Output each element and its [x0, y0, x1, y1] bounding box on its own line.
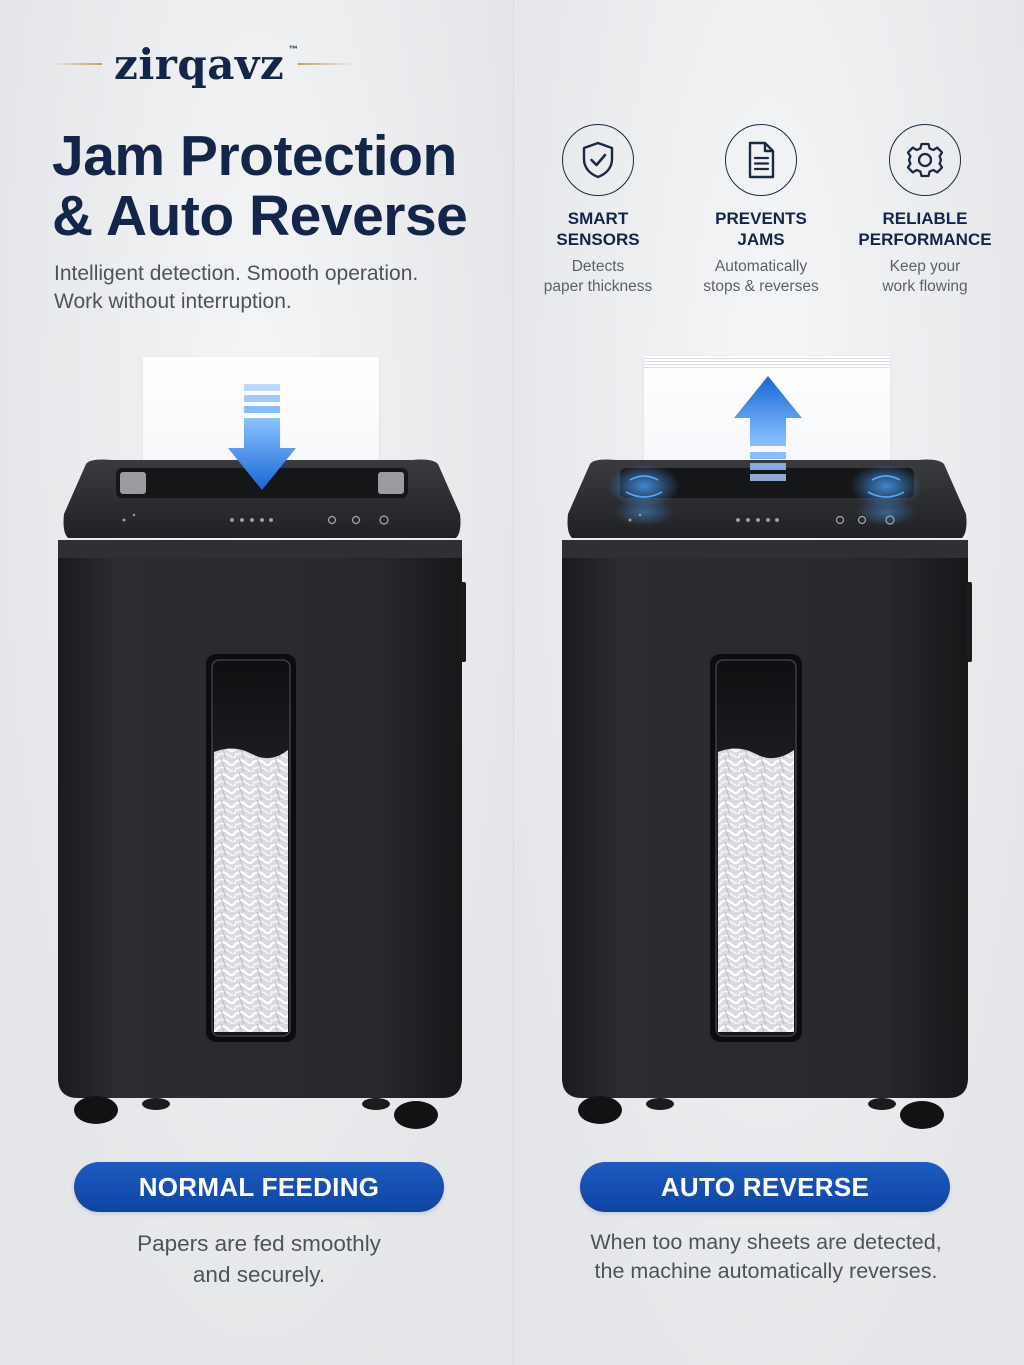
caption-line-2: and securely.: [192, 1262, 326, 1287]
shredder-illustration: [58, 459, 466, 1129]
auto-reverse-label: AUTO REVERSE: [580, 1162, 950, 1212]
feature-desc-line-2: stops & reverses: [703, 278, 819, 295]
brand-line-left: [52, 63, 102, 65]
feature-title-line-2: SENSORS: [556, 230, 640, 249]
caption-line-2: the machine automatically reverses.: [594, 1259, 938, 1283]
feature-icon-circle: [562, 124, 634, 196]
trademark-mark: ™: [288, 43, 299, 54]
gear-icon: [906, 142, 944, 178]
tagline-line-1: Intelligent detection. Smooth operation.: [54, 262, 419, 285]
shredder-auto-reverse: [560, 352, 974, 1132]
feature-desc-line-2: work flowing: [882, 278, 968, 295]
feature-title-line-2: JAMS: [737, 230, 785, 249]
feature-desc-line-2: paper thickness: [543, 278, 653, 295]
page-title: Jam Protection & Auto Reverse: [52, 126, 512, 246]
feature-title: SMART SENSORS: [513, 208, 683, 250]
feature-title: PREVENTS JAMS: [676, 208, 846, 250]
normal-feeding-label: NORMAL FEEDING: [74, 1162, 444, 1212]
feature-description: Keep your work flowing: [840, 257, 1010, 297]
feature-desc-line-1: Detects: [571, 258, 625, 275]
feature-desc-line-1: Automatically: [714, 258, 808, 275]
normal-feeding-caption: Papers are fed smoothly and securely.: [54, 1228, 464, 1290]
feature-icon-circle: [725, 124, 797, 196]
document-icon: [748, 141, 775, 179]
feature-title: RELIABLE PERFORMANCE: [840, 208, 1010, 250]
panel-divider: [513, 0, 514, 1365]
brand-logo: zirqavz ™: [52, 39, 432, 89]
page-title-line-1: Jam Protection: [52, 124, 457, 188]
arrow-up-icon: [734, 376, 802, 481]
feature-title-line-1: PREVENTS: [715, 209, 807, 228]
arrow-down-icon: [228, 384, 296, 490]
brand-line-right: [298, 63, 355, 65]
feature-title-line-1: RELIABLE: [882, 209, 968, 228]
feature-prevents-jams: PREVENTS JAMS Automatically stops & reve…: [676, 124, 846, 297]
brand-name-text: zirqavz: [114, 39, 285, 89]
caption-line-1: When too many sheets are detected,: [590, 1230, 942, 1254]
feature-desc-line-1: Keep your: [889, 258, 961, 275]
feature-description: Automatically stops & reverses: [676, 257, 846, 297]
feature-title-line-1: SMART: [567, 209, 629, 228]
feature-smart-sensors: SMART SENSORS Detects paper thickness: [513, 124, 683, 297]
auto-reverse-caption: When too many sheets are detected, the m…: [544, 1228, 988, 1286]
paper-stack-edges: [644, 356, 890, 370]
shredder-normal-feeding: [56, 352, 468, 1132]
page-title-line-2: & Auto Reverse: [52, 184, 468, 248]
feature-title-line-2: PERFORMANCE: [858, 230, 992, 249]
feature-description: Detects paper thickness: [513, 257, 683, 297]
shredder-illustration: [562, 459, 972, 1129]
tagline: Intelligent detection. Smooth operation.…: [54, 260, 494, 316]
tagline-line-2: Work without interruption.: [54, 290, 292, 313]
shield-check-icon: [582, 141, 614, 179]
feature-icon-circle: [889, 124, 961, 196]
feature-reliable-performance: RELIABLE PERFORMANCE Keep your work flow…: [840, 124, 1010, 297]
brand-name: zirqavz ™: [114, 39, 298, 89]
caption-line-1: Papers are fed smoothly: [137, 1231, 381, 1256]
